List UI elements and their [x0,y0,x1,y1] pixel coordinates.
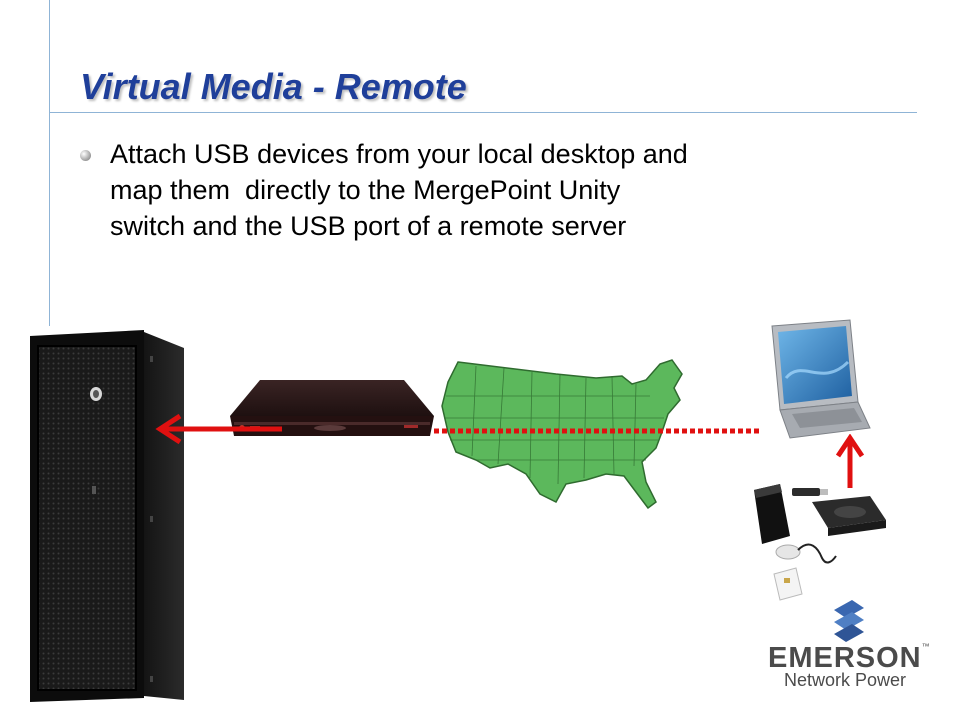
bullet-icon [80,150,91,161]
vertical-rule [49,0,50,326]
horizontal-rule [49,112,917,113]
dotted-link-icon [434,428,760,434]
logo-trademark: ™ [921,642,931,651]
logo-subtitle: Network Power [784,670,907,690]
slide-title: Virtual Media - Remote [80,66,467,107]
bullet-line: map them directly to the MergePoint Unit… [110,175,621,205]
bullet-text: Attach USB devices from your local deskt… [110,136,920,244]
emerson-logo-icon [834,600,864,642]
usb-media-devices-icon [754,484,886,601]
logo-name: EMERSON [768,642,922,674]
arrow-left-icon [155,413,282,445]
bullet-line: switch and the USB port of a remote serv… [110,211,627,241]
kvm-switch-icon [230,380,434,436]
usa-map-icon [441,359,683,510]
logo-wordmark: EMERSON™ [768,642,931,675]
emerson-logo: EMERSON™ Network Power [768,598,934,690]
arrow-up-icon [835,434,865,488]
bullet-line: Attach USB devices from your local deskt… [110,139,688,169]
laptop-icon [771,319,871,439]
server-rack-icon [30,330,184,702]
